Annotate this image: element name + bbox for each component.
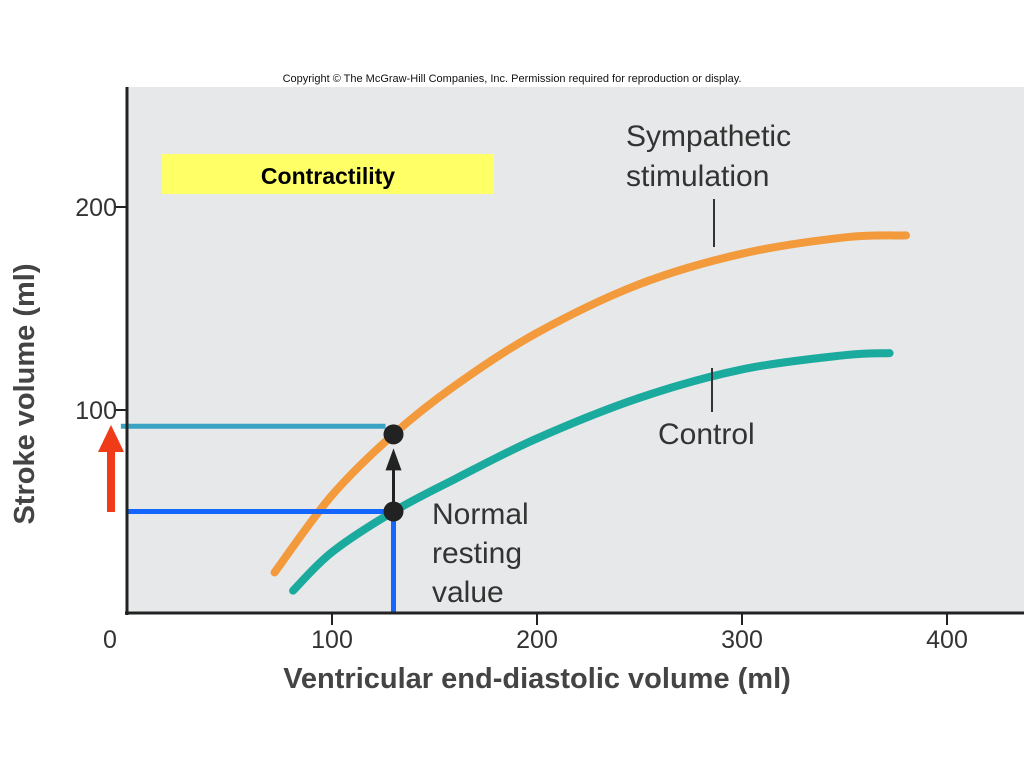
contractility-badge-label: Contractility: [261, 163, 395, 189]
copyright-notice: Copyright © The McGraw-Hill Companies, I…: [283, 73, 742, 85]
contractility-badge: [162, 154, 494, 194]
x-tick-label: 0: [103, 626, 117, 654]
increase-arrow-head: [98, 425, 124, 452]
guide-lines: [98, 423, 404, 613]
normal-resting-label-line: resting: [432, 537, 522, 570]
resting-point: [383, 501, 404, 522]
y-axis-title: Stroke volume (ml): [9, 263, 41, 524]
control-curve: [289, 349, 894, 595]
x-tick-label: 200: [516, 626, 558, 654]
sympathetic-curve: [270, 231, 910, 577]
sympathetic-point: [383, 424, 404, 445]
axes: 0 100 200 300 400 100 200: [75, 87, 1024, 654]
sympathetic-label-line: stimulation: [626, 160, 769, 193]
control-label-line: Control: [658, 418, 755, 451]
x-tick-label: 300: [721, 626, 763, 654]
sympathetic-label-line: Sympathetic: [626, 120, 791, 153]
x-tick-label: 100: [311, 626, 353, 654]
series-group: [270, 231, 910, 595]
shift-arrow-head: [385, 448, 402, 471]
normal-resting-label-line: Normal: [432, 498, 529, 531]
x-axis-title: Ventricular end-diastolic volume (ml): [283, 663, 791, 695]
y-tick-label: 100: [75, 397, 117, 425]
normal-resting-label-line: value: [432, 576, 504, 609]
x-tick-label: 400: [926, 626, 968, 654]
y-tick-label: 200: [75, 194, 117, 222]
